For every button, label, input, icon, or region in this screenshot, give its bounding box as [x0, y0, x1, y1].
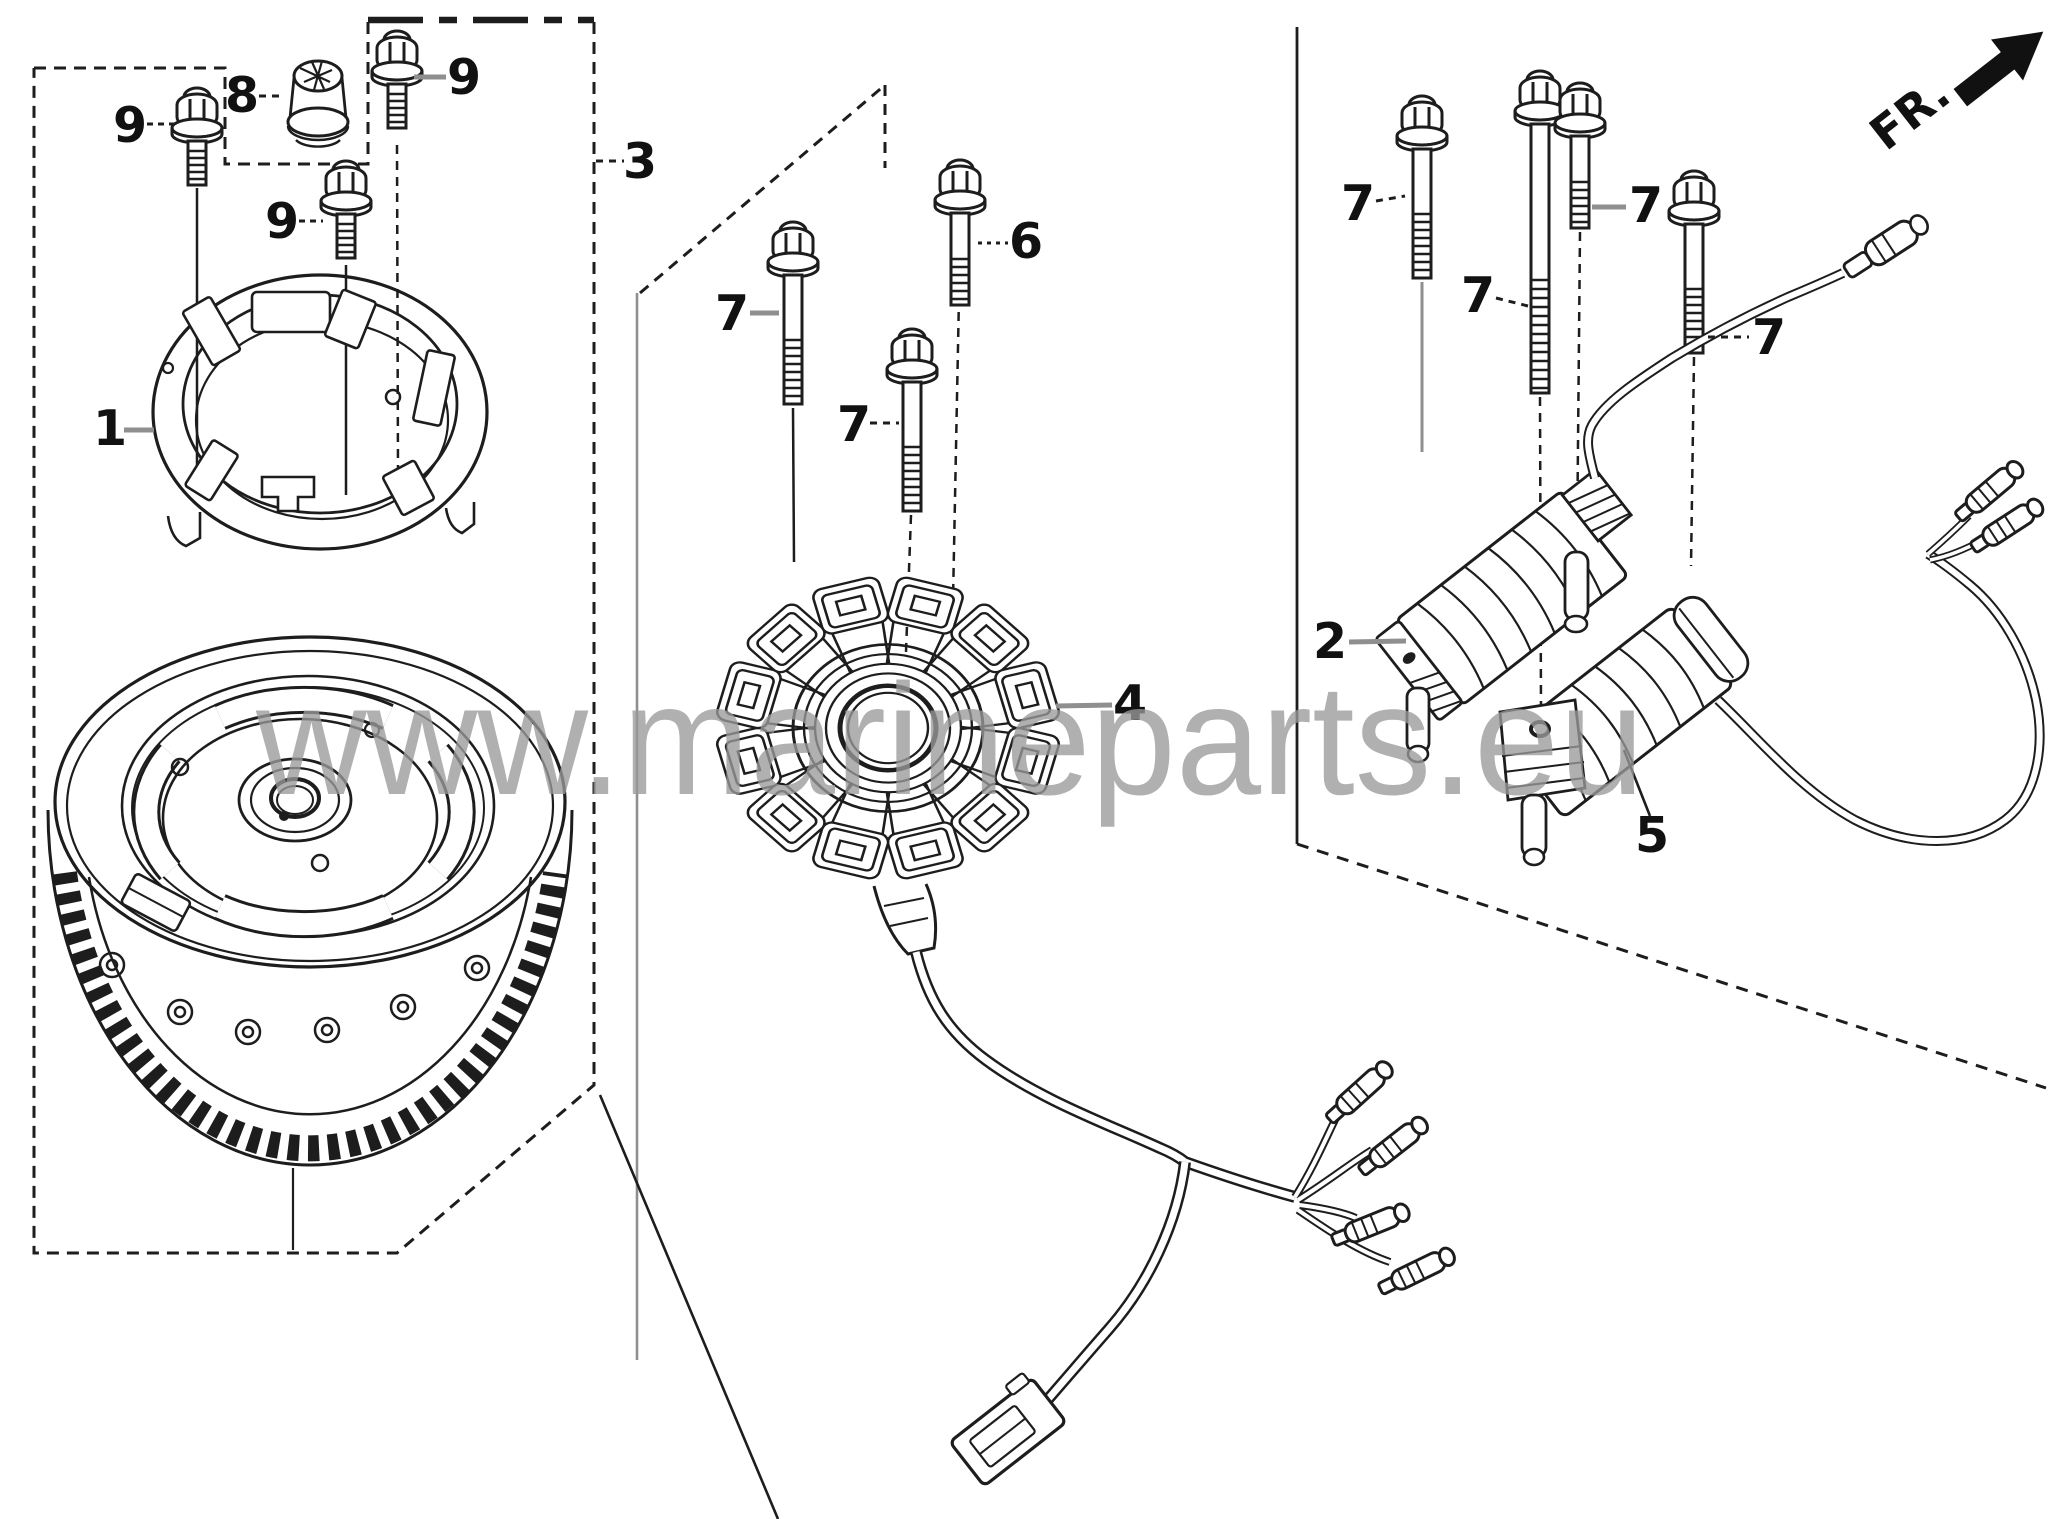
- bolt-7-right-1: [1397, 96, 1447, 278]
- stator-poles: [715, 576, 1061, 880]
- callout-leaders: [124, 74, 1749, 817]
- group-box-flywheel-assembly: [32, 16, 596, 1255]
- callout-7-bolt-right-2: 7: [1461, 267, 1495, 324]
- callout-9-bolt-center: 9: [265, 193, 299, 250]
- callout-7-bolt-mid-left: 7: [715, 285, 749, 342]
- callout-1-flywheel-cover: 1: [93, 400, 127, 457]
- bolt-9-left: [172, 88, 222, 185]
- ring-gear-teeth: [51, 871, 569, 1162]
- callout-9-bolt-top: 9: [447, 49, 481, 106]
- stator: [715, 576, 1061, 956]
- bolt-9-center: [321, 161, 371, 258]
- flywheel-cover: [151, 273, 489, 551]
- bullet-terminal: [1374, 1243, 1460, 1300]
- front-direction-indicator: FR.: [1860, 31, 2044, 161]
- stator-section-boundary: [598, 83, 887, 1519]
- harness-branch-wires: [1291, 1104, 1392, 1266]
- callout-7-bolt-right-1: 7: [1341, 175, 1375, 232]
- callout-4-stator: 4: [1113, 675, 1147, 732]
- flywheel-rivets: [98, 951, 491, 1046]
- callout-7-bolt-right-4: 7: [1752, 309, 1786, 366]
- bolt-6: [935, 160, 985, 305]
- bullet-terminal: [1327, 1199, 1414, 1252]
- flywheel-key-notch: [120, 873, 192, 932]
- stator-hub: [791, 643, 985, 813]
- callout-5-charge-coil: 5: [1635, 807, 1669, 864]
- bolt-7-right-4: [1669, 171, 1719, 353]
- coil-2-terminal-rod: [1563, 550, 1590, 622]
- coil-2-prong: [1405, 686, 1431, 754]
- fr-label: FR.: [1860, 66, 1960, 161]
- ignition-coil-2: [1375, 467, 1634, 764]
- charge-coil-5: [1498, 595, 1750, 867]
- coil-section-boundary: [1295, 27, 2047, 1090]
- callout-7-bolt-right-3: 7: [1629, 177, 1663, 234]
- callout-3-flywheel-group: 3: [623, 133, 657, 190]
- bolt-7-mid: [887, 329, 937, 511]
- flywheel: [46, 635, 574, 1167]
- stator-harness: [910, 950, 1460, 1486]
- callout-2-ignition-coil: 2: [1313, 613, 1347, 670]
- callout-6-bolt: 6: [1009, 213, 1043, 270]
- bullet-terminal: [1321, 1056, 1398, 1129]
- coil-lead-wires: [1583, 214, 2048, 846]
- starter-pulley-nut: [286, 59, 350, 148]
- harness-connector: [950, 1372, 1066, 1486]
- fr-arrow-icon: [1953, 31, 2044, 107]
- callout-7-bolt-mid: 7: [837, 396, 871, 453]
- coil-2-connector: [1842, 214, 1929, 279]
- callout-8-nut: 8: [225, 67, 259, 124]
- callout-9-bolt-left: 9: [113, 97, 147, 154]
- bullet-terminal: [1353, 1111, 1433, 1181]
- flywheel-slots: [132, 685, 476, 939]
